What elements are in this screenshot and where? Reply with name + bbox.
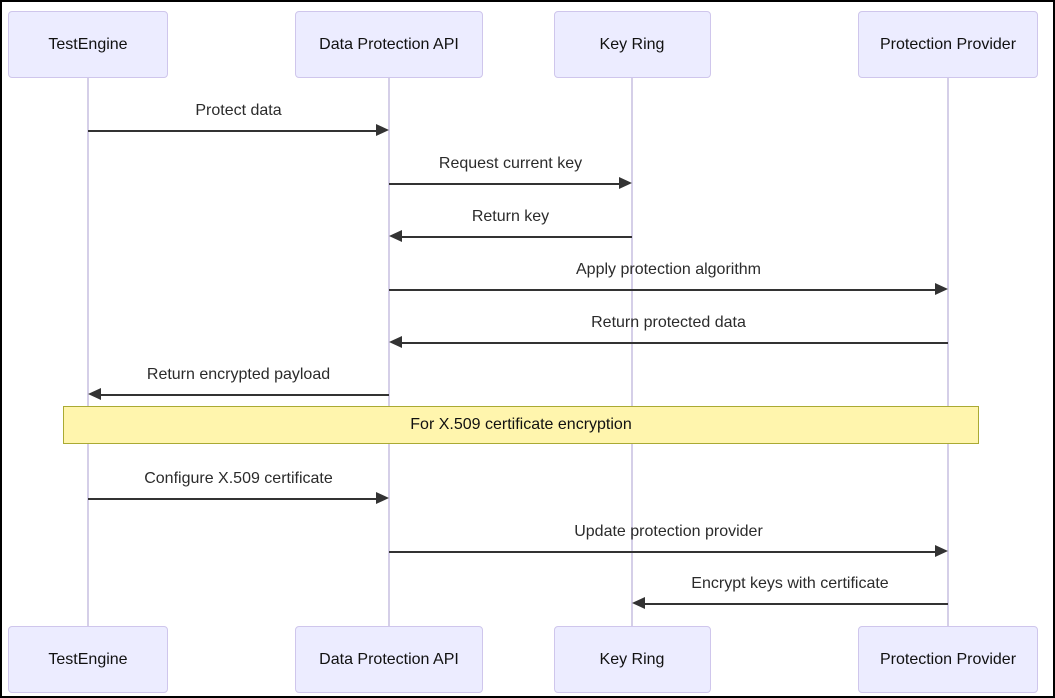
message-label: Return encrypted payload <box>146 366 331 383</box>
message-line <box>389 289 938 291</box>
actor-box-bottom-testengine: TestEngine <box>8 626 168 693</box>
message-label: Encrypt keys with certificate <box>691 575 889 592</box>
message-label: Apply protection algorithm <box>576 261 761 278</box>
message-label: Request current key <box>438 155 583 172</box>
message-arrowhead-icon <box>376 492 389 504</box>
actor-box-bottom-data-protection-api: Data Protection API <box>295 626 483 693</box>
lifeline-testengine <box>87 77 89 628</box>
actor-box-top-key-ring: Key Ring <box>553 11 711 78</box>
message-line <box>88 130 379 132</box>
message-label: Protect data <box>195 102 282 119</box>
message-line <box>642 603 948 605</box>
note-box: For X.509 certificate encryption <box>63 406 979 444</box>
message-arrowhead-icon <box>935 545 948 557</box>
lifeline-data-protection-api <box>388 77 390 628</box>
actor-box-bottom-protection-provider: Protection Provider <box>858 626 1038 693</box>
message-arrowhead-icon <box>88 388 101 400</box>
message-arrowhead-icon <box>389 336 402 348</box>
actor-box-top-protection-provider: Protection Provider <box>858 11 1038 78</box>
message-line <box>389 183 622 185</box>
message-line <box>98 394 389 396</box>
actor-box-top-data-protection-api: Data Protection API <box>295 11 483 78</box>
message-label: Return key <box>471 208 550 225</box>
message-line <box>389 551 938 553</box>
lifeline-key-ring <box>631 77 633 628</box>
message-line <box>399 342 948 344</box>
message-arrowhead-icon <box>935 283 948 295</box>
message-arrowhead-icon <box>632 597 645 609</box>
lifeline-protection-provider <box>947 77 949 628</box>
message-line <box>399 236 632 238</box>
message-label: Return protected data <box>591 314 746 331</box>
message-label: Configure X.509 certificate <box>144 470 333 487</box>
actor-box-top-testengine: TestEngine <box>8 11 168 78</box>
actor-box-bottom-key-ring: Key Ring <box>553 626 711 693</box>
message-arrowhead-icon <box>376 124 389 136</box>
message-arrowhead-icon <box>619 177 632 189</box>
message-line <box>88 498 379 500</box>
message-label: Update protection provider <box>574 523 763 540</box>
message-arrowhead-icon <box>389 230 402 242</box>
